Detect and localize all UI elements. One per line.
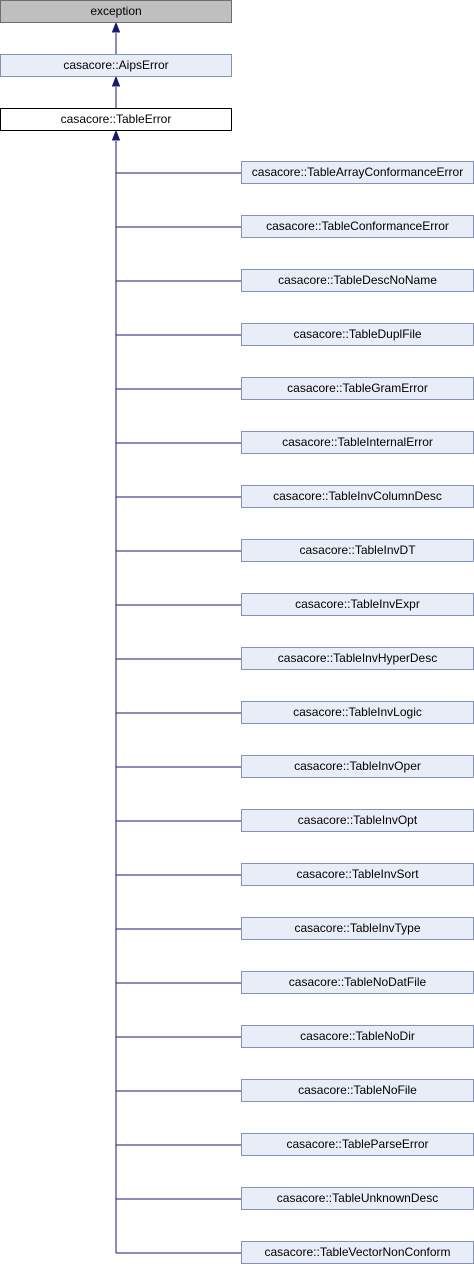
- node-child-class[interactable]: casacore::TableVectorNonConform: [241, 1241, 474, 1264]
- node-child-class[interactable]: casacore::TableInvOpt: [241, 809, 474, 832]
- node-child-class[interactable]: casacore::TableInvSort: [241, 863, 474, 886]
- node-child-class[interactable]: casacore::TableUnknownDesc: [241, 1187, 474, 1210]
- arrowhead-exception: [111, 21, 121, 33]
- node-child-class[interactable]: casacore::TableInvHyperDesc: [241, 647, 474, 670]
- node-child-class[interactable]: casacore::TableInvExpr: [241, 593, 474, 616]
- node-child-class[interactable]: casacore::TableParseError: [241, 1133, 474, 1156]
- node-child-class[interactable]: casacore::TableArrayConformanceError: [241, 161, 474, 184]
- node-child-class[interactable]: casacore::TableInvOper: [241, 755, 474, 778]
- node-child-class[interactable]: casacore::TableInvDT: [241, 539, 474, 562]
- node-exception[interactable]: exception: [0, 0, 232, 23]
- node-child-class[interactable]: casacore::TableNoDatFile: [241, 971, 474, 994]
- arrowhead-aipserror: [111, 75, 121, 87]
- node-child-class[interactable]: casacore::TableDuplFile: [241, 323, 474, 346]
- node-child-class[interactable]: casacore::TableNoDir: [241, 1025, 474, 1048]
- node-child-class[interactable]: casacore::TableInvLogic: [241, 701, 474, 724]
- node-child-class[interactable]: casacore::TableConformanceError: [241, 215, 474, 238]
- node-child-class[interactable]: casacore::TableDescNoName: [241, 269, 474, 292]
- node-child-class[interactable]: casacore::TableInternalError: [241, 431, 474, 454]
- node-aips-error[interactable]: casacore::AipsError: [0, 54, 232, 77]
- node-child-class[interactable]: casacore::TableGramError: [241, 377, 474, 400]
- node-child-class[interactable]: casacore::TableInvType: [241, 917, 474, 940]
- node-child-class[interactable]: casacore::TableNoFile: [241, 1079, 474, 1102]
- node-child-class[interactable]: casacore::TableInvColumnDesc: [241, 485, 474, 508]
- arrowhead-tableerror: [111, 129, 121, 141]
- node-table-error[interactable]: casacore::TableError: [0, 108, 232, 131]
